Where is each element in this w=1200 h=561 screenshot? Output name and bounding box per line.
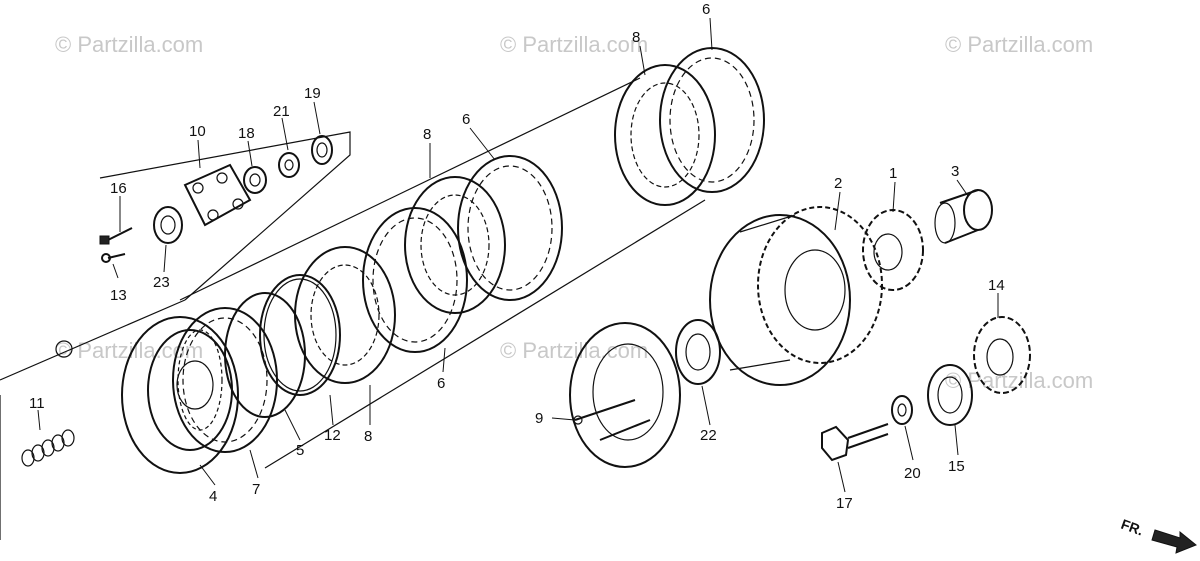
callout-21: 21 [273, 103, 290, 120]
callout-8-upper: 8 [632, 29, 640, 46]
part-14-gear [973, 316, 1031, 394]
part-9-pressure-plate [569, 322, 681, 468]
part-6-friction-disc-lower [362, 207, 468, 353]
callout-6-lower: 6 [437, 375, 445, 392]
callout-3: 3 [951, 163, 959, 180]
part-2-clutch-housing [709, 206, 883, 386]
callout-9: 9 [535, 410, 543, 427]
copyright-icon [55, 340, 73, 358]
callout-11: 11 [29, 395, 45, 412]
part-6-friction-disc-middle [457, 155, 563, 301]
part-18-nut [243, 166, 267, 194]
front-direction-label: FR. [1119, 516, 1146, 539]
front-direction-arrow: FR. [1119, 516, 1197, 554]
watermark-6: © Partzilla.com [945, 368, 1093, 393]
part-12-ring [259, 274, 341, 396]
part-8-clutch-plate-lower [294, 246, 396, 384]
part-23-bearing [153, 206, 183, 244]
part-20-washer [891, 395, 913, 425]
callout-8-middle: 8 [423, 126, 431, 143]
part-5-ring [224, 292, 306, 418]
part-17-bolt [821, 423, 889, 462]
part-7-friction-disc [172, 307, 278, 453]
callout-19: 19 [304, 85, 321, 102]
part-8-clutch-plate-middle [404, 176, 506, 314]
callout-15: 15 [948, 458, 965, 475]
part-16-bolt [99, 227, 133, 245]
watermark-1: © Partzilla.com [55, 32, 203, 57]
part-8-clutch-plate-upper [614, 64, 716, 206]
arrow-right-icon [1151, 529, 1197, 554]
callout-16: 16 [110, 180, 127, 197]
callout-1: 1 [889, 165, 897, 182]
callout-14: 14 [988, 277, 1005, 294]
part-10-lifter-plate [183, 163, 252, 227]
callout-6-middle: 6 [462, 111, 470, 128]
callout-10: 10 [189, 123, 206, 140]
callout-7: 7 [252, 481, 260, 498]
callout-17: 17 [836, 495, 853, 512]
watermark-3: © Partzilla.com [945, 32, 1093, 57]
part-19-washer [311, 135, 333, 165]
part-1-sprocket [862, 209, 924, 291]
callout-20: 20 [904, 465, 921, 482]
callout-23: 23 [153, 274, 170, 291]
part-11-spring [21, 429, 75, 467]
leader-lines [37, 17, 999, 493]
callout-13: 13 [110, 287, 127, 304]
part-21-washer [278, 152, 300, 178]
part-22-thrust-washer [675, 319, 721, 385]
part-13-pin [101, 253, 126, 263]
callout-6-upper: 6 [702, 1, 710, 18]
callout-8-lower: 8 [364, 428, 372, 445]
part-15-lock-nut [927, 364, 973, 426]
callout-2: 2 [834, 175, 842, 192]
part-3-collar [934, 189, 993, 244]
assembly-bracket [0, 77, 706, 540]
watermark-2: © Partzilla.com [500, 32, 648, 57]
part-6-friction-disc-upper [659, 47, 765, 193]
callout-22: 22 [700, 427, 717, 444]
callout-18: 18 [238, 125, 255, 142]
callout-12: 12 [324, 427, 341, 444]
watermark-5: © Partzilla.com [500, 338, 648, 363]
callout-4: 4 [209, 488, 217, 505]
callout-5: 5 [296, 442, 304, 459]
